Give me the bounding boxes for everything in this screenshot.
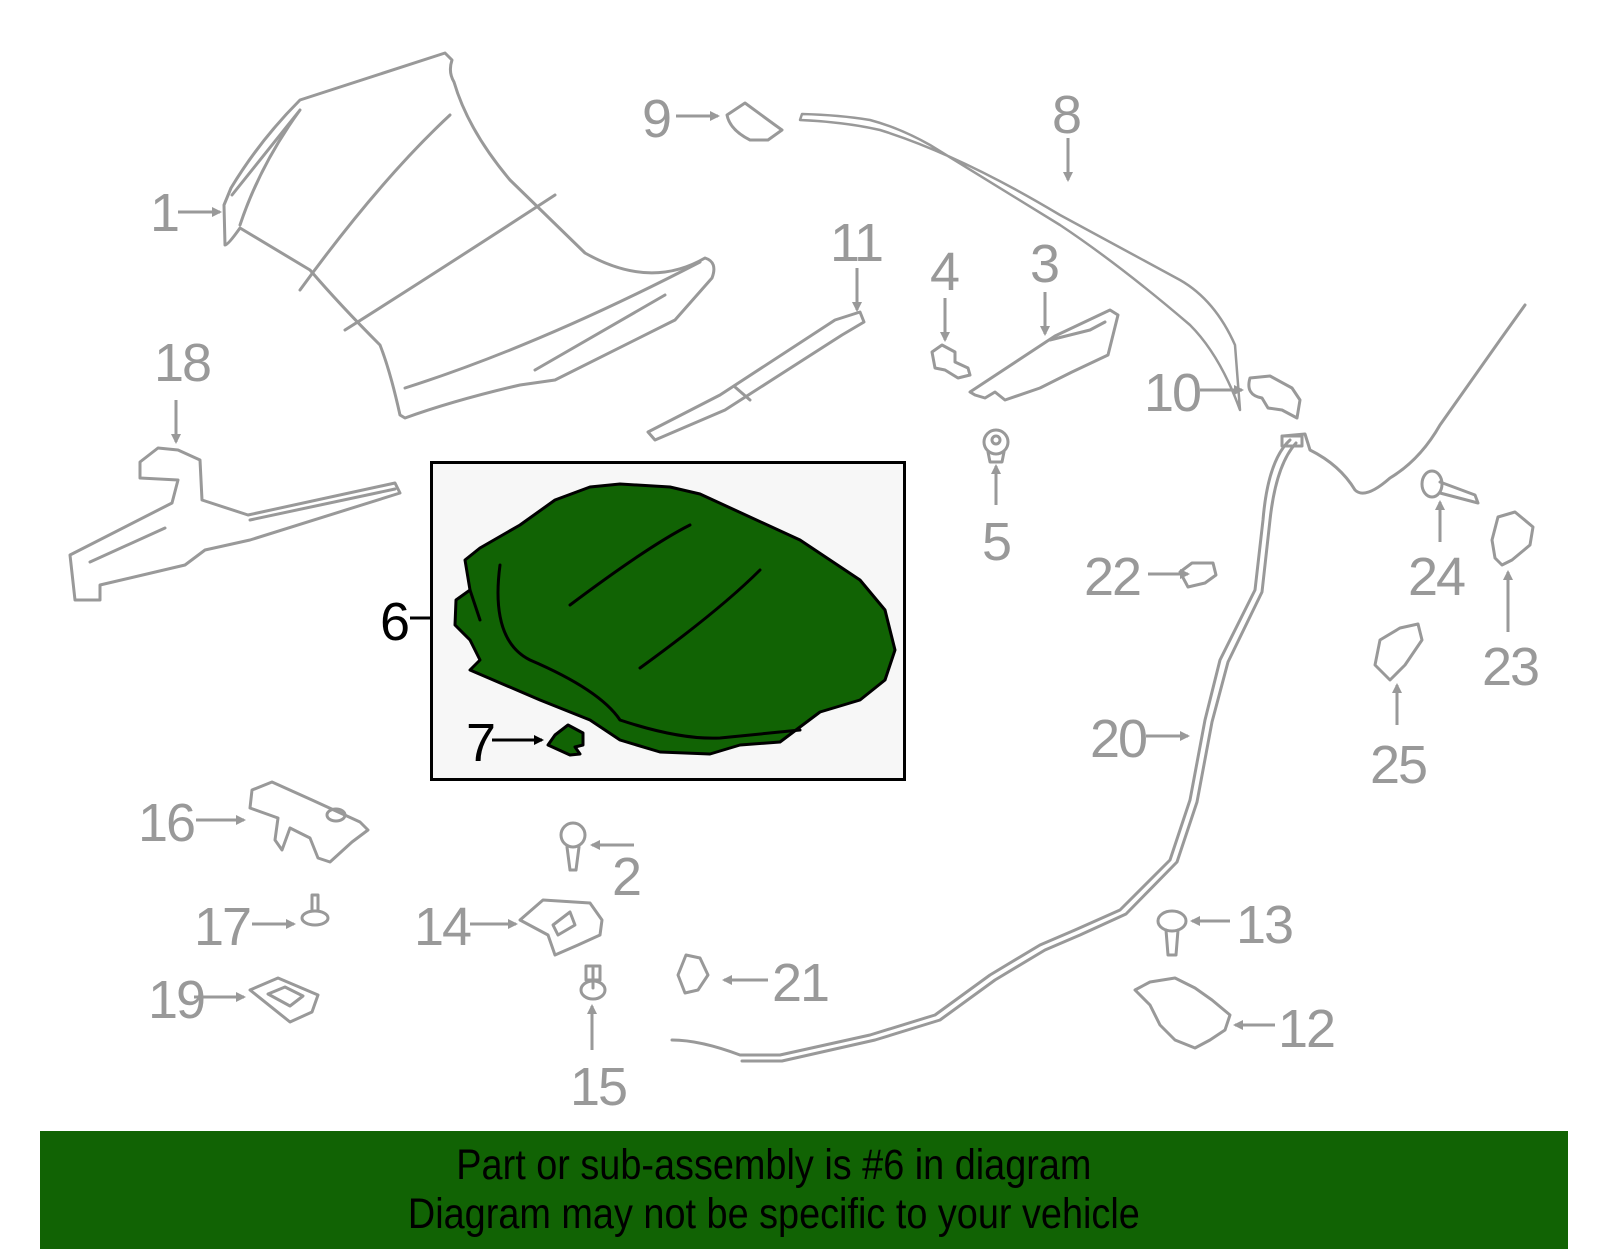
callout-7[interactable]: 7 (466, 713, 496, 773)
callout-20[interactable]: 20 (1090, 709, 1148, 769)
callout-6[interactable]: 6 (380, 592, 410, 652)
insulator-icon (453, 482, 897, 757)
screw-icon (1420, 469, 1480, 505)
callout-17[interactable]: 17 (194, 897, 252, 957)
nut-icon (982, 428, 1010, 464)
callout-10[interactable]: 10 (1144, 363, 1202, 423)
info-banner: Part or sub-assembly is #6 in diagram Di… (40, 1131, 1568, 1249)
callout-18[interactable]: 18 (154, 333, 212, 393)
callout-15[interactable]: 15 (570, 1057, 628, 1117)
release-cable-icon (670, 303, 1527, 1063)
callout-2[interactable]: 2 (612, 847, 642, 907)
hood-panel-icon (222, 51, 716, 420)
callout-25[interactable]: 25 (1370, 735, 1428, 795)
weatherstrip-icon (798, 112, 1242, 412)
retainer-icon (1490, 510, 1535, 567)
striker-icon (248, 780, 370, 864)
callout-21[interactable]: 21 (772, 953, 830, 1013)
callout-24[interactable]: 24 (1408, 547, 1466, 607)
hinge-icon (968, 308, 1120, 402)
banner-part-note: Part or sub-assembly is #6 in diagram (456, 1141, 1092, 1189)
callout-1[interactable]: 1 (150, 183, 180, 243)
cable-clip-icon (676, 953, 710, 995)
latch-bolt-icon (1156, 909, 1188, 957)
callout-22[interactable]: 22 (1084, 547, 1142, 607)
latch-icon (1133, 976, 1232, 1050)
bumper-stop-icon (559, 821, 587, 872)
lift-support-icon (646, 310, 866, 442)
callout-13[interactable]: 13 (1236, 895, 1294, 955)
callout-11[interactable]: 11 (830, 213, 884, 273)
handle-bolt-icon (579, 964, 607, 1001)
release-handle-icon (518, 898, 604, 957)
callout-12[interactable]: 12 (1278, 999, 1336, 1059)
seal-end-icon (1247, 374, 1302, 420)
seal-clip-icon (725, 101, 784, 142)
cover-icon (248, 976, 320, 1024)
callout-16[interactable]: 16 (138, 793, 196, 853)
banner-disclaimer: Diagram may not be specific to your vehi… (408, 1190, 1140, 1238)
support-rod-bracket-icon (68, 446, 402, 602)
callout-19[interactable]: 19 (148, 970, 206, 1030)
callout-4[interactable]: 4 (930, 242, 960, 302)
clip-icon (1178, 561, 1218, 589)
bolt-icon (930, 343, 972, 380)
callout-8[interactable]: 8 (1052, 85, 1082, 145)
callout-5[interactable]: 5 (982, 512, 1012, 572)
callout-23[interactable]: 23 (1482, 637, 1540, 697)
callout-14[interactable]: 14 (414, 897, 472, 957)
retainer-2-icon (1373, 622, 1424, 682)
callout-9[interactable]: 9 (642, 89, 672, 149)
rivet-icon (300, 893, 330, 927)
callout-3[interactable]: 3 (1030, 234, 1060, 294)
